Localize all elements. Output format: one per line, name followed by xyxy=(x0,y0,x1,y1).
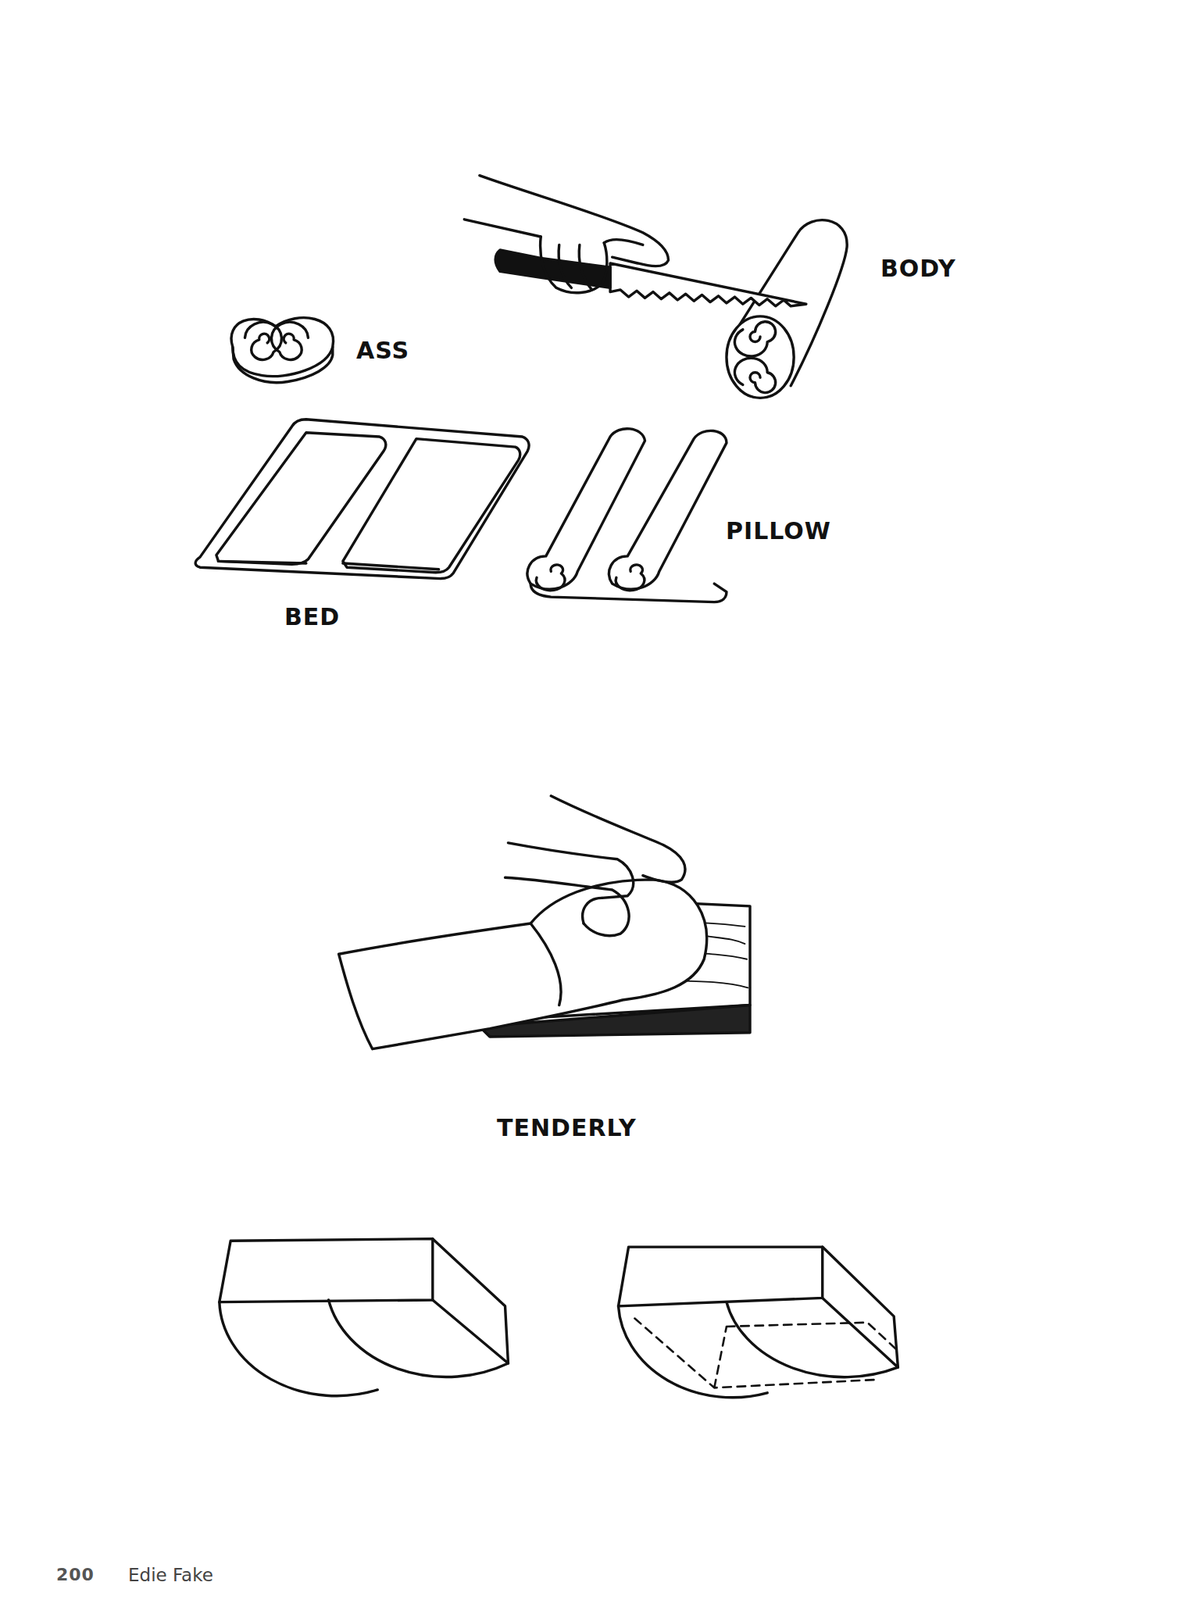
roll-and-knife xyxy=(464,175,847,399)
part-label: PILLOW xyxy=(725,517,832,544)
dough-on-board xyxy=(339,796,750,1050)
rolled-sheet xyxy=(527,428,727,603)
author-name: Edie Fake xyxy=(128,1565,214,1586)
part-label: ASS xyxy=(356,337,410,364)
part-label: BED xyxy=(284,603,340,630)
palmier xyxy=(231,317,334,383)
page-number: 200 xyxy=(56,1565,95,1585)
action-label: TENDERLY xyxy=(496,1114,637,1141)
folded-sheet xyxy=(195,419,529,579)
part-label: BODY xyxy=(880,255,957,282)
box-diagrams xyxy=(219,1239,899,1398)
